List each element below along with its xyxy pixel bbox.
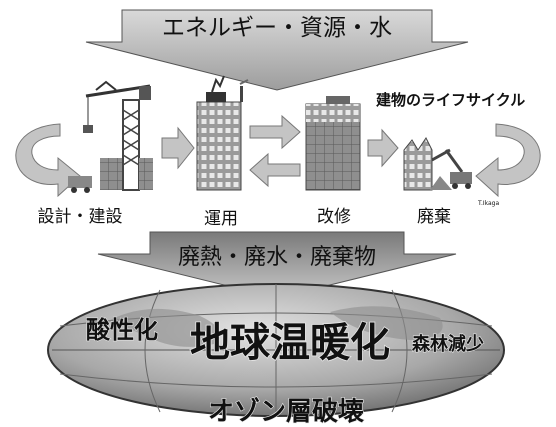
cycle-return-arrow-right [475,123,541,198]
arrow-operation-to-renovation [249,114,301,150]
bottom-output-arrow: 廃熱・廃水・廃棄物 [97,231,457,299]
stage-label-demolition: 廃棄 [417,207,451,227]
top-arrow-label: エネルギー・資源・水 [162,15,392,41]
stage-label-operation: 運用 [204,209,238,229]
renovation-building-icon [305,96,361,191]
globe-label-global-warming: 地球温暖化 [190,320,390,366]
arrow-renovation-to-demolition [367,128,399,168]
arrow-renovation-to-operation [249,152,301,188]
globe-label-deforestation: 森林減少 [412,333,484,355]
demolition-icon [403,137,472,191]
construction-crane-icon [68,80,153,193]
globe-label-acidification: 酸性化 [86,316,158,344]
operating-building-icon [196,75,249,191]
stage-label-design-construction: 設計・建設 [38,207,123,227]
stage-label-renovation: 改修 [317,207,351,227]
lifecycle-title: 建物のライフサイクル [376,91,525,109]
globe-label-ozone-depletion: オゾン層破壊 [208,396,364,427]
arrow-construction-to-operation [161,126,195,170]
top-input-arrow: エネルギー・資源・水 [85,9,469,91]
globe-icon [47,283,505,417]
credit-text: T.Ikaga [477,200,499,207]
bottom-arrow-label: 廃熱・廃水・廃棄物 [178,245,376,270]
